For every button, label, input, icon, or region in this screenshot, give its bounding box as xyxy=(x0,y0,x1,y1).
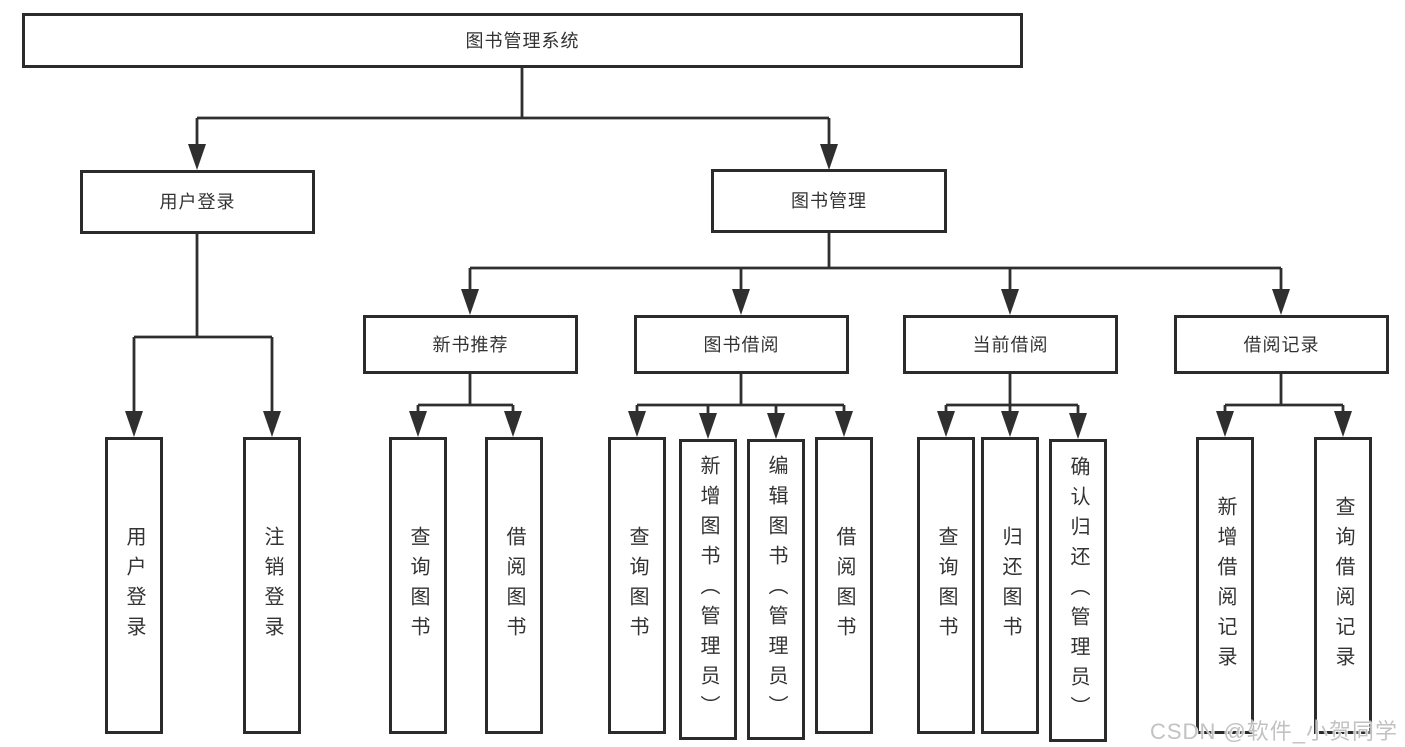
node-label: 借阅图书 xyxy=(503,525,525,646)
leaf-node-add-books-admin: 新增图书（管理员） xyxy=(679,439,737,740)
node-label: 用户登录 xyxy=(123,525,145,646)
arrow-down-icon xyxy=(835,411,853,437)
arrow-down-icon xyxy=(732,289,750,315)
leaf-node-logout: 注销登录 xyxy=(243,437,301,734)
connector-book-borrowing-children xyxy=(628,374,853,439)
node-label: 借阅图书 xyxy=(833,525,855,646)
node-label: 新书推荐 xyxy=(432,334,509,355)
node-user-login: 用户登录 xyxy=(80,170,315,234)
node-label: 新增图书（管理员） xyxy=(697,454,719,725)
node-label: 查询图书 xyxy=(935,525,957,646)
arrow-down-icon xyxy=(1272,289,1290,315)
connector-current-borrowing-children xyxy=(937,374,1087,439)
leaf-node-return-books: 归还图书 xyxy=(981,437,1039,734)
node-book-management: 图书管理 xyxy=(711,169,947,233)
connector-new-book-recommend-children xyxy=(409,374,522,437)
node-label: 查询借阅记录 xyxy=(1332,495,1354,676)
arrow-down-icon xyxy=(504,411,522,437)
node-label: 当前借阅 xyxy=(972,334,1049,355)
leaf-node-edit-books-admin: 编辑图书（管理员） xyxy=(747,439,805,740)
connector-user-login-children xyxy=(125,234,281,437)
node-label: 注销登录 xyxy=(261,525,283,646)
leaf-node-query-books: 查询图书 xyxy=(389,437,447,734)
arrow-down-icon xyxy=(125,411,143,437)
node-label: 查询图书 xyxy=(407,525,429,646)
node-label: 借阅记录 xyxy=(1243,334,1320,355)
arrow-down-icon xyxy=(628,411,646,437)
node-label: 新增借阅记录 xyxy=(1214,495,1236,676)
leaf-node-user-login: 用户登录 xyxy=(105,437,163,734)
node-label: 查询图书 xyxy=(626,525,648,646)
leaf-node-borrow-books: 借阅图书 xyxy=(815,437,873,734)
node-label: 用户登录 xyxy=(159,192,236,212)
arrow-down-icon xyxy=(1216,411,1234,437)
leaf-node-query-books: 查询图书 xyxy=(608,437,666,734)
node-library-management-system: 图书管理系统 xyxy=(22,13,1023,68)
node-book-borrowing: 图书借阅 xyxy=(634,315,849,374)
connector-book-management-children xyxy=(461,233,1290,315)
node-current-borrowing: 当前借阅 xyxy=(903,315,1118,374)
arrow-down-icon xyxy=(820,144,838,170)
node-label: 确认归还（管理员） xyxy=(1067,455,1089,726)
node-label: 编辑图书（管理员） xyxy=(765,454,787,725)
node-label: 归还图书 xyxy=(999,525,1021,646)
arrow-down-icon xyxy=(461,289,479,315)
csdn-watermark: CSDN @软件_小贺同学 xyxy=(1150,719,1399,744)
arrow-down-icon xyxy=(937,411,955,437)
arrow-down-icon xyxy=(188,144,206,170)
arrow-down-icon xyxy=(767,413,785,439)
arrow-down-icon xyxy=(699,413,717,439)
node-label: 图书借阅 xyxy=(703,334,780,355)
arrow-down-icon xyxy=(1001,411,1019,437)
leaf-node-borrow-books: 借阅图书 xyxy=(485,437,543,734)
leaf-node-query-books: 查询图书 xyxy=(917,437,975,734)
node-label: 图书管理 xyxy=(791,191,867,211)
connector-borrowing-records-children xyxy=(1216,374,1352,437)
arrow-down-icon xyxy=(1069,413,1087,439)
arrow-down-icon xyxy=(1001,289,1019,315)
leaf-node-add-borrow-record: 新增借阅记录 xyxy=(1196,437,1254,734)
arrow-down-icon xyxy=(263,411,281,437)
connector-root-to-level2 xyxy=(188,68,838,170)
node-borrowing-records: 借阅记录 xyxy=(1174,315,1389,374)
leaf-node-confirm-return-admin: 确认归还（管理员） xyxy=(1049,439,1107,742)
arrow-down-icon xyxy=(1334,411,1352,437)
arrow-down-icon xyxy=(409,411,427,437)
node-label: 图书管理系统 xyxy=(465,30,580,51)
node-new-book-recommend: 新书推荐 xyxy=(363,315,578,374)
leaf-node-query-borrow-record: 查询借阅记录 xyxy=(1314,437,1372,734)
